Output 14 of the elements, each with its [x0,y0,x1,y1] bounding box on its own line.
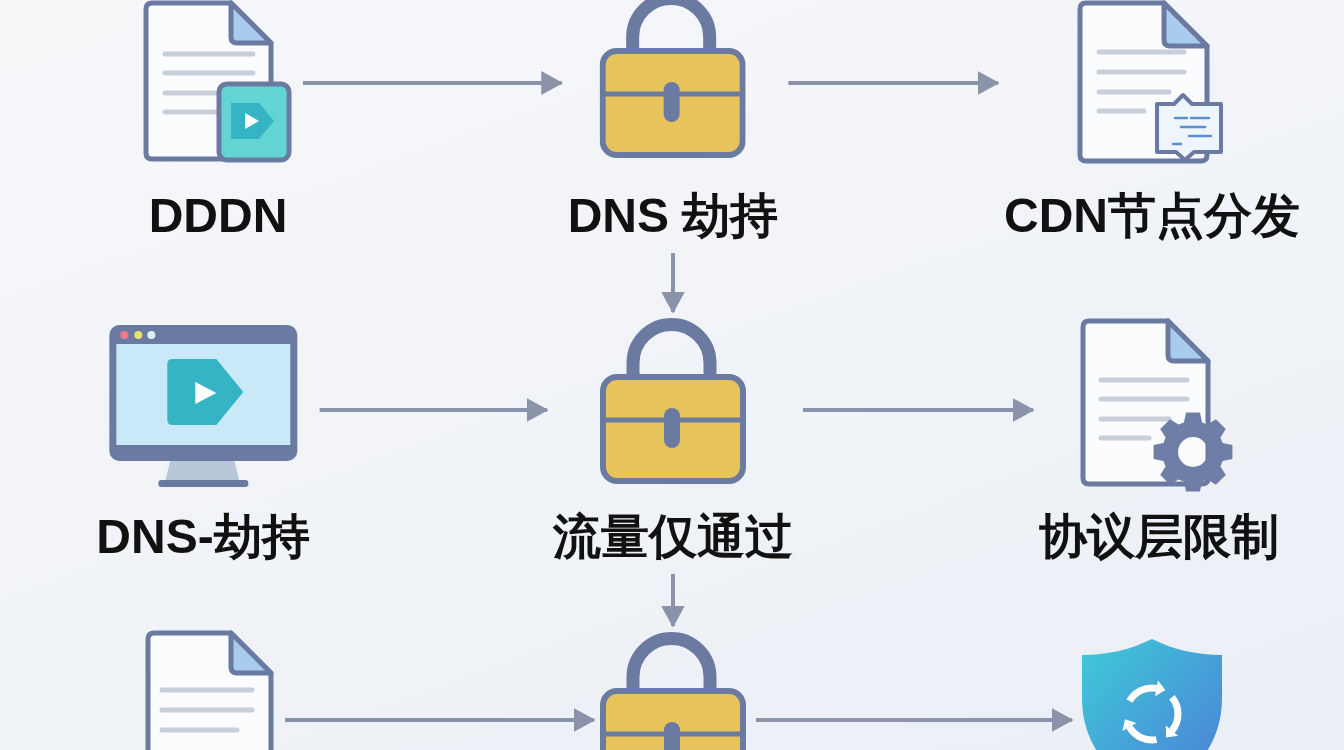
arrow [303,72,564,94]
arrow [662,574,684,628]
arrow [788,72,1000,94]
arrow [285,709,596,731]
arrow [662,253,684,314]
node-label: 流量仅通过 [553,510,793,564]
node-label: DNS-劫持 [96,510,310,564]
arrow [756,709,1074,731]
node-label: DDDN [148,189,288,243]
node-label: 协议层限制 [1039,510,1279,564]
node-label: CDN节点分发 [1004,189,1300,243]
arrow [803,399,1035,421]
node-label: DNS 劫持 [567,189,779,243]
arrow [319,399,549,421]
